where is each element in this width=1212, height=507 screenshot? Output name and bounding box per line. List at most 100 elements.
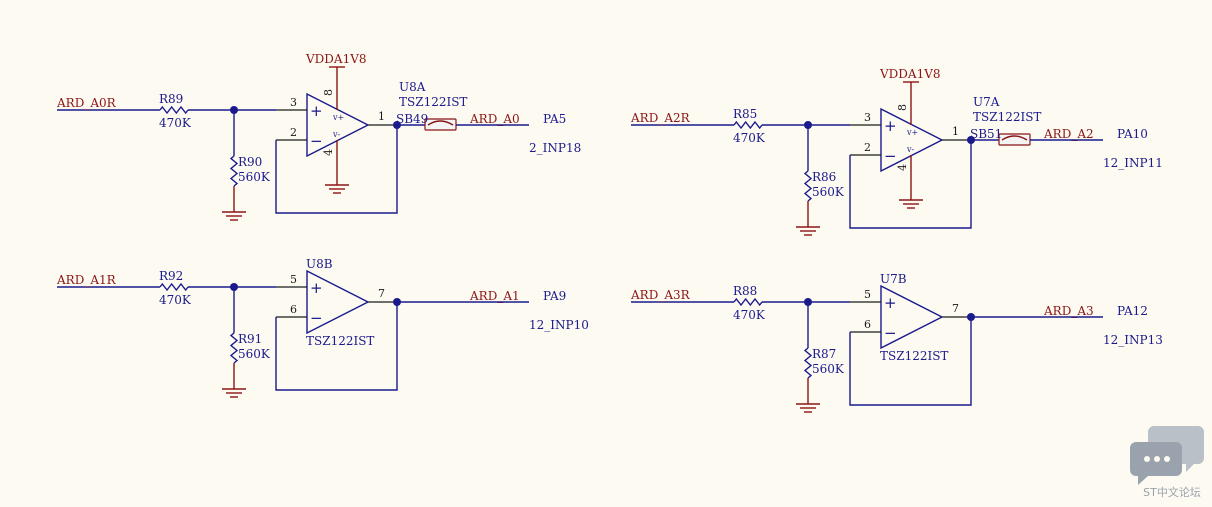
shunt-resistor-zigzag — [803, 170, 813, 202]
watermark-text: ST中文论坛 — [1143, 486, 1201, 499]
opamp-part: TSZ122IST — [399, 95, 467, 109]
pin-gnd-number: 4 — [322, 149, 335, 156]
feedback-wire — [275, 125, 398, 214]
pin-vcc-number: 8 — [322, 89, 335, 96]
opamp-ref: U8B — [306, 257, 333, 271]
pin-minus-number: 2 — [864, 141, 871, 154]
supply-mark-minus: v- — [332, 130, 341, 139]
plus-sign: + — [884, 117, 897, 135]
pin-plus-number: 3 — [864, 111, 871, 124]
series-resistor-value: 470K — [733, 131, 766, 145]
shunt-resistor-value: 560K — [812, 185, 845, 199]
ground-icon — [796, 226, 820, 236]
shunt-resistor-zigzag — [229, 332, 239, 364]
pin-minus-number: 6 — [864, 318, 871, 331]
opamp-symbol — [880, 284, 944, 350]
shunt-resistor-value: 560K — [238, 170, 271, 184]
pin-plus-number: 5 — [290, 273, 297, 286]
ground-icon — [222, 211, 246, 221]
port-function-label: 12_INP10 — [529, 318, 589, 332]
plus-sign: + — [310, 279, 323, 297]
series-resistor-zigzag — [733, 120, 763, 130]
supply-net-label: VDDA1V8 — [305, 52, 367, 66]
solder-bridge-arc — [1001, 135, 1028, 141]
series-resistor-ref: R92 — [159, 269, 183, 283]
input-net-label: ARD_A2R — [630, 111, 691, 125]
output-net-label: ARD_A2 — [1043, 127, 1094, 141]
shunt-resistor-ref: R86 — [812, 170, 836, 184]
shunt-resistor-ref: R91 — [238, 332, 262, 346]
pin-minus-number: 6 — [290, 303, 297, 316]
opamp-ref: U7A — [973, 95, 1000, 109]
pin-gnd-number: 4 — [896, 164, 909, 171]
opamp-part: TSZ122IST — [880, 349, 948, 363]
shunt-resistor-zigzag — [229, 155, 239, 187]
series-resistor-zigzag — [159, 105, 189, 115]
series-resistor-ref: R85 — [733, 107, 757, 121]
minus-sign: − — [884, 324, 897, 342]
shunt-resistor-zigzag — [803, 347, 813, 379]
series-resistor-zigzag — [159, 282, 189, 292]
supply-mark-plus: v+ — [332, 113, 344, 122]
output-net-label: ARD_A0 — [469, 112, 520, 126]
series-resistor-value: 470K — [159, 116, 192, 130]
series-resistor-ref: R89 — [159, 92, 183, 106]
pin-minus-number: 2 — [290, 126, 297, 139]
port-label: PA12 — [1117, 304, 1148, 318]
port-function-label: 12_INP13 — [1103, 333, 1163, 347]
pin-out-number: 1 — [952, 125, 959, 138]
shunt-resistor-ref: R87 — [812, 347, 836, 361]
pin-out-number: 7 — [952, 302, 959, 315]
plus-sign: + — [310, 102, 323, 120]
shunt-resistor-value: 560K — [238, 347, 271, 361]
series-resistor-value: 470K — [733, 308, 766, 322]
solder-bridge-ref: SB49 — [396, 112, 428, 126]
series-resistor-ref: R88 — [733, 284, 757, 298]
port-function-label: 12_INP11 — [1103, 156, 1163, 170]
pin-out-number: 7 — [378, 287, 385, 300]
ground-icon — [222, 388, 246, 398]
input-net-label: ARD_A0R — [56, 96, 117, 110]
minus-sign: − — [310, 132, 323, 150]
ground-icon — [796, 403, 820, 413]
plus-sign: + — [884, 294, 897, 312]
ground-icon — [899, 199, 923, 209]
opamp-ref: U7B — [880, 272, 907, 286]
port-label: PA10 — [1117, 127, 1148, 141]
input-net-label: ARD_A3R — [630, 288, 691, 302]
pin-plus-number: 3 — [290, 96, 297, 109]
opamp-part: TSZ122IST — [973, 110, 1041, 124]
input-net-label: ARD_A1R — [56, 273, 117, 287]
series-resistor-value: 470K — [159, 293, 192, 307]
solder-bridge-ref: SB51 — [970, 127, 1002, 141]
supply-mark-plus: v+ — [906, 128, 918, 137]
opamp-symbol — [306, 269, 370, 335]
output-net-label: ARD_A3 — [1043, 304, 1094, 318]
minus-sign: − — [310, 309, 323, 327]
chat-bubbles-icon — [1130, 426, 1204, 485]
pin-vcc-number: 8 — [896, 104, 909, 111]
shunt-resistor-ref: R90 — [238, 155, 262, 169]
port-label: PA5 — [543, 112, 566, 126]
pin-plus-number: 5 — [864, 288, 871, 301]
feedback-wire — [275, 302, 398, 391]
pin-out-number: 1 — [378, 110, 385, 123]
opamp-part: TSZ122IST — [306, 334, 374, 348]
ground-icon — [325, 184, 349, 194]
port-label: PA9 — [543, 289, 566, 303]
series-resistor-zigzag — [733, 297, 763, 307]
feedback-wire — [849, 140, 972, 229]
feedback-wire — [849, 317, 972, 406]
supply-mark-minus: v- — [906, 145, 915, 154]
opamp-ref: U8A — [399, 80, 426, 94]
shunt-resistor-value: 560K — [812, 362, 845, 376]
minus-sign: − — [884, 147, 897, 165]
supply-net-label: VDDA1V8 — [879, 67, 941, 81]
port-function-label: 2_INP18 — [529, 141, 581, 155]
output-net-label: ARD_A1 — [469, 289, 520, 303]
